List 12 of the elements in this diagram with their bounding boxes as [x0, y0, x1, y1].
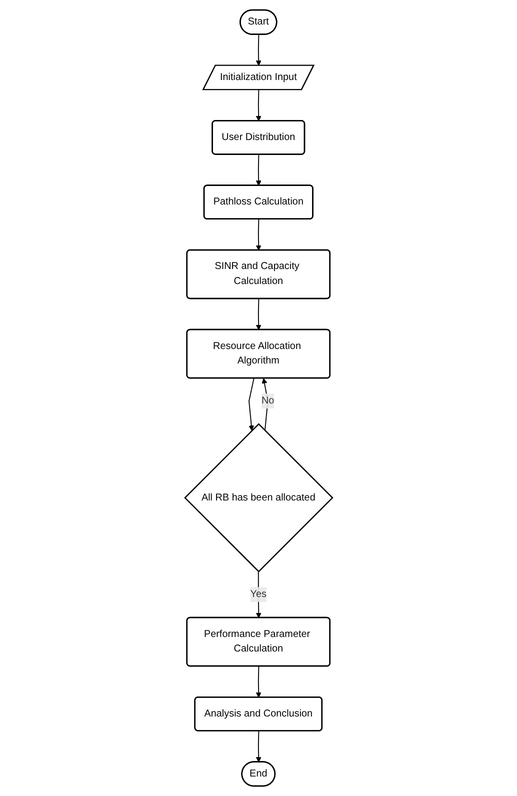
arrow: [256, 89, 262, 122]
arrow: [256, 571, 262, 618]
arrow: [256, 298, 262, 330]
arrow: [256, 34, 262, 66]
arrow: [256, 218, 262, 251]
arrow: [248, 378, 254, 431]
edge-label: No: [261, 395, 274, 406]
arrow: [256, 730, 262, 762]
arrow: [256, 666, 262, 698]
node-diamond: All RB has been allocated: [184, 423, 334, 572]
edge-label: Yes: [250, 588, 266, 600]
arrow: [256, 154, 262, 186]
